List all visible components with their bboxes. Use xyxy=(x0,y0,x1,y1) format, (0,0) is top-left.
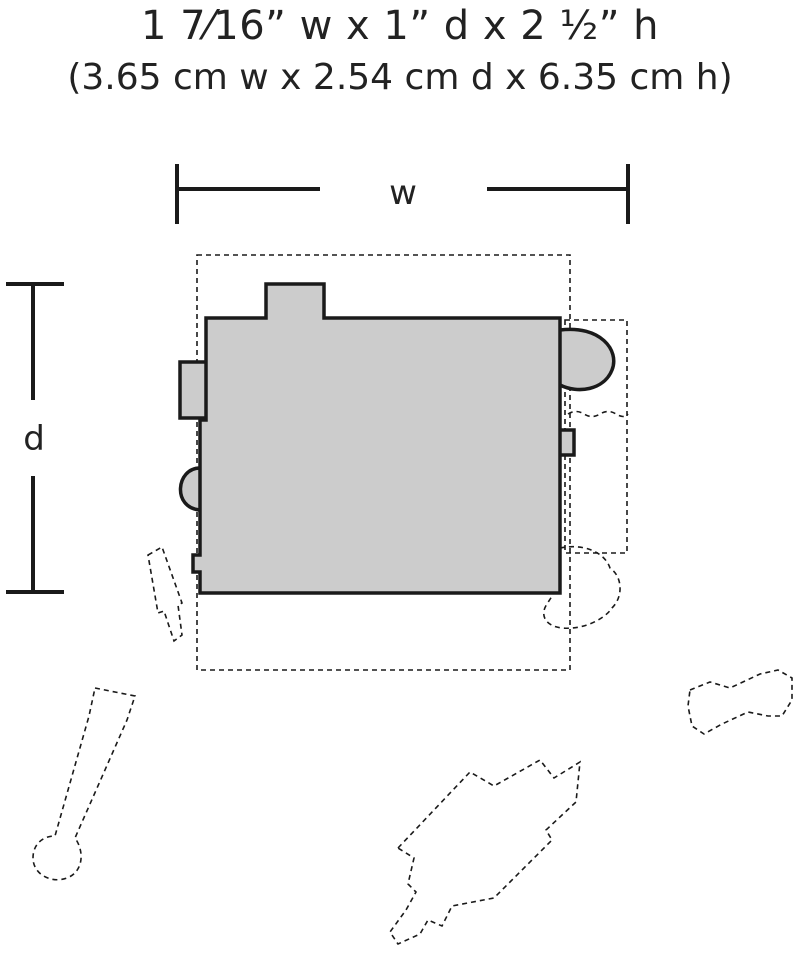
dimensions-imperial: 1 7⁄16” w x 1” d x 2 ½” h xyxy=(140,3,660,49)
right-round-bump xyxy=(559,327,616,392)
lower-left-piece-outline xyxy=(147,545,183,643)
right-wavy-line xyxy=(567,410,629,418)
width-label: w xyxy=(389,173,417,213)
dimensions-metric: (3.65 cm w x 2.54 cm d x 6.35 cm h) xyxy=(67,57,733,98)
depth-dimension xyxy=(6,282,64,594)
right-tab xyxy=(560,428,576,457)
extent-outline xyxy=(196,254,571,671)
dashed-outlines xyxy=(32,254,793,946)
left-tab-top xyxy=(178,360,207,420)
width-dimension xyxy=(175,164,630,224)
building-body xyxy=(178,282,616,595)
bottom-center-piece-outline xyxy=(389,758,581,946)
right-piece-outline xyxy=(687,669,793,735)
left-round-bump xyxy=(178,466,201,512)
long-left-piece-outline xyxy=(32,687,137,881)
depth-label: d xyxy=(23,419,45,459)
lower-right-piece-outline xyxy=(543,546,621,630)
main-outline xyxy=(191,282,562,595)
